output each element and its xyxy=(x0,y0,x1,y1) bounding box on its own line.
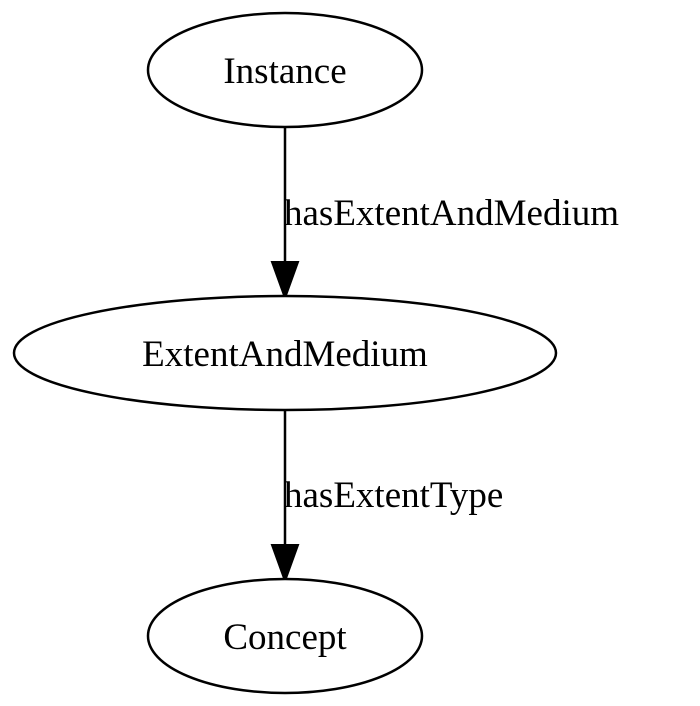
arrowhead-icon xyxy=(270,544,300,584)
node-ellipse xyxy=(146,11,424,129)
node-extent-and-medium: ExtentAndMedium xyxy=(12,294,558,412)
node-label-extent-and-medium: ExtentAndMedium xyxy=(142,334,428,375)
arrowhead-icon xyxy=(270,261,300,301)
edge-label-has-extent-and-medium: hasExtentAndMedium xyxy=(284,193,619,234)
node-label-concept: Concept xyxy=(223,617,347,658)
edge-instance-to-extentandmedium: hasExtentAndMedium xyxy=(270,127,619,301)
node-ellipse xyxy=(12,294,558,412)
edge-label-has-extent-type: hasExtentType xyxy=(284,475,503,516)
node-label-instance: Instance xyxy=(223,51,346,92)
node-ellipse xyxy=(146,577,424,695)
node-concept: Concept xyxy=(146,577,424,695)
edge-extentandmedium-to-concept: hasExtentType xyxy=(270,411,503,584)
node-instance: Instance xyxy=(146,11,424,129)
